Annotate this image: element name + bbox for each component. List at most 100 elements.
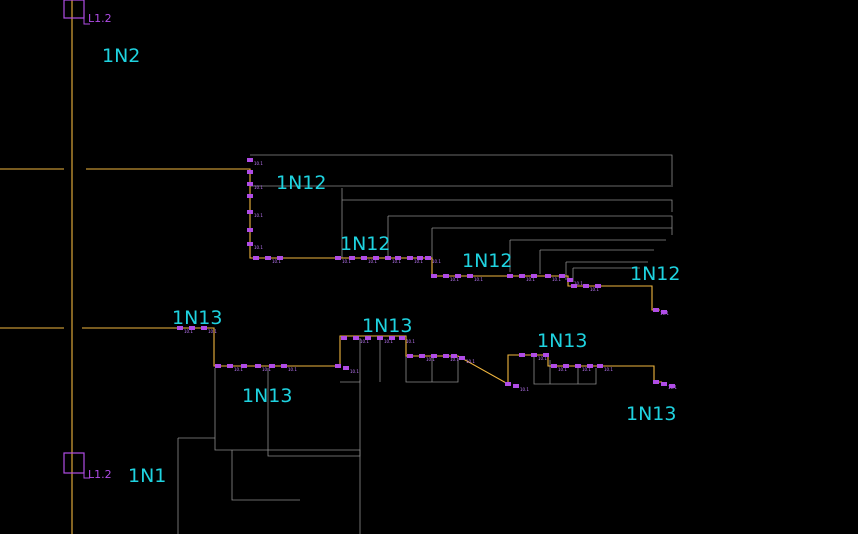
terminal-point[interactable]: [177, 326, 183, 330]
terminal-point[interactable]: [531, 274, 537, 278]
terminal-point[interactable]: [505, 382, 511, 386]
terminal-point[interactable]: [559, 274, 565, 278]
terminal-point[interactable]: [455, 274, 461, 278]
terminal-point[interactable]: [519, 274, 525, 278]
label-1n12-a[interactable]: 1N12: [276, 172, 326, 194]
terminal-point-tag: 10.1: [474, 277, 483, 282]
terminal-point-tag: 10.1: [466, 359, 475, 364]
terminal-point[interactable]: [587, 364, 593, 368]
terminal-point[interactable]: [399, 336, 405, 340]
terminal-point[interactable]: [595, 284, 601, 288]
terminal-point[interactable]: [281, 364, 287, 368]
bus-tag-bottom[interactable]: L1.2: [63, 452, 112, 481]
terminal-point[interactable]: [513, 384, 519, 388]
terminal-point[interactable]: [365, 336, 371, 340]
terminal-point[interactable]: [227, 364, 233, 368]
terminal-point-tag: 10.1: [350, 369, 359, 374]
terminal-point-tag: 10.1: [254, 161, 263, 166]
terminal-point[interactable]: [247, 242, 253, 246]
terminal-point-tag: 10.1: [558, 367, 567, 372]
terminal-point[interactable]: [353, 336, 359, 340]
terminal-point[interactable]: [389, 336, 395, 340]
terminal-point[interactable]: [361, 256, 367, 260]
terminal-point[interactable]: [545, 274, 551, 278]
terminal-point[interactable]: [335, 364, 341, 368]
label-1n13-b[interactable]: 1N13: [362, 315, 412, 337]
terminal-point[interactable]: [247, 210, 253, 214]
terminal-point[interactable]: [419, 354, 425, 358]
terminal-point-tag: 10.1: [392, 259, 401, 264]
terminal-point[interactable]: [567, 278, 573, 282]
terminal-point[interactable]: [519, 353, 525, 357]
terminal-point[interactable]: [459, 356, 465, 360]
terminal-point[interactable]: [431, 354, 437, 358]
terminal-point-tag: 10.1: [574, 281, 583, 286]
label-1n13-e[interactable]: 1N13: [626, 403, 676, 425]
terminal-point[interactable]: [571, 284, 577, 288]
terminal-point[interactable]: [247, 158, 253, 162]
label-1n12-c[interactable]: 1N12: [462, 250, 512, 272]
terminal-point[interactable]: [247, 228, 253, 232]
terminal-point[interactable]: [451, 354, 457, 358]
terminal-point[interactable]: [543, 353, 549, 357]
terminal-point[interactable]: [407, 354, 413, 358]
terminal-point[interactable]: [255, 364, 261, 368]
terminal-point[interactable]: [215, 364, 221, 368]
terminal-point[interactable]: [253, 256, 259, 260]
label-1n2[interactable]: 1N2: [102, 45, 140, 67]
terminal-point[interactable]: [341, 336, 347, 340]
label-1n12-d[interactable]: 1N12: [630, 263, 680, 285]
terminal-point[interactable]: [583, 284, 589, 288]
terminal-point[interactable]: [349, 256, 355, 260]
terminal-point[interactable]: [247, 182, 253, 186]
terminal-point[interactable]: [467, 274, 473, 278]
terminal-point-tag: 10.1: [426, 357, 435, 362]
terminal-point[interactable]: [417, 256, 423, 260]
terminal-point-tag: 10.1: [450, 277, 459, 282]
terminal-point[interactable]: [563, 364, 569, 368]
terminal-point-tag: 10.1: [552, 277, 561, 282]
terminal-point-tag: 10.1: [432, 259, 441, 264]
terminal-point-tag: 10.1: [520, 387, 529, 392]
terminal-point[interactable]: [385, 256, 391, 260]
terminal-point[interactable]: [443, 274, 449, 278]
terminal-point[interactable]: [247, 194, 253, 198]
terminal-point[interactable]: [661, 382, 667, 386]
terminal-point[interactable]: [247, 170, 253, 174]
terminal-point[interactable]: [661, 310, 667, 314]
terminal-point[interactable]: [241, 364, 247, 368]
terminal-point[interactable]: [431, 274, 437, 278]
terminal-point-tag: 10.1: [406, 339, 415, 344]
label-1n12-b[interactable]: 1N12: [340, 233, 390, 255]
terminal-point[interactable]: [669, 384, 675, 388]
terminal-point[interactable]: [189, 326, 195, 330]
terminal-point[interactable]: [551, 364, 557, 368]
guide-lines: [177, 154, 673, 534]
terminal-point[interactable]: [343, 366, 349, 370]
terminal-point[interactable]: [507, 274, 513, 278]
terminal-point[interactable]: [373, 256, 379, 260]
terminal-point[interactable]: [201, 326, 207, 330]
label-1n13-a[interactable]: 1N13: [172, 307, 222, 329]
terminal-point[interactable]: [277, 256, 283, 260]
terminal-point[interactable]: [597, 364, 603, 368]
bus-tag-top-label: L1.2: [88, 12, 112, 25]
label-1n1[interactable]: 1N1: [128, 465, 166, 487]
terminal-point[interactable]: [425, 256, 431, 260]
terminal-point[interactable]: [575, 364, 581, 368]
terminal-point[interactable]: [395, 256, 401, 260]
label-1n13-c[interactable]: 1N13: [537, 330, 587, 352]
terminal-point[interactable]: [269, 364, 275, 368]
terminal-point[interactable]: [653, 308, 659, 312]
terminal-point[interactable]: [407, 256, 413, 260]
terminal-point[interactable]: [377, 336, 383, 340]
bus-tag-top[interactable]: L1.2: [63, 0, 112, 25]
terminal-point[interactable]: [443, 354, 449, 358]
terminal-point[interactable]: [653, 380, 659, 384]
terminal-point[interactable]: [265, 256, 271, 260]
label-1n13-d[interactable]: 1N13: [242, 385, 292, 407]
terminal-point-tag: 10.1: [360, 339, 369, 344]
terminal-point[interactable]: [531, 353, 537, 357]
terminal-point[interactable]: [335, 256, 341, 260]
